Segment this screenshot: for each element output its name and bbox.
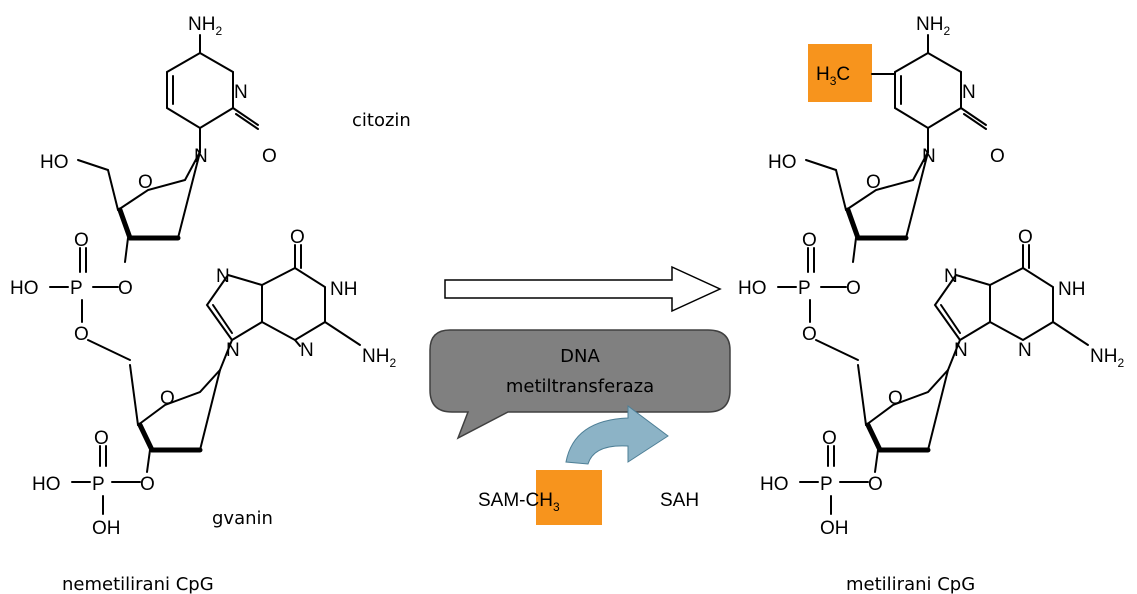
atom-n: N: [226, 340, 240, 361]
amine-group: NH2: [1090, 346, 1124, 370]
phosphorus-atom: P: [820, 474, 833, 495]
atom-n: N: [1018, 340, 1032, 361]
atom-o: O: [802, 230, 817, 251]
reaction-arrow: [444, 265, 722, 313]
atom-o: O: [74, 324, 89, 345]
guanine-label: gvanin: [212, 508, 273, 529]
sam-donor-label: SAM-CH3: [478, 490, 560, 514]
atom-o: O: [118, 278, 133, 299]
enzyme-name-line2: metiltransferaza: [506, 376, 654, 397]
hydroxyl-group: OH: [92, 518, 121, 539]
sah-product-label: SAH: [660, 490, 699, 511]
hydroxyl-group: HO: [32, 474, 61, 495]
atom-n: N: [944, 266, 958, 287]
upper-phosphate: [49, 247, 131, 361]
ring-oxygen: O: [866, 172, 881, 193]
ring-oxygen: O: [138, 172, 153, 193]
cytosine-label: citozin: [352, 110, 411, 131]
methylated-cpg-structure: H3C: [738, 14, 1124, 539]
atom-o: O: [822, 428, 837, 449]
ring-oxygen: O: [160, 388, 175, 409]
atom-o: O: [846, 278, 861, 299]
methyl-group-highlight: [808, 44, 872, 102]
atom-n: N: [962, 82, 976, 103]
hydroxyl-group: HO: [10, 278, 39, 299]
enzyme-name-line1: DNA: [560, 346, 600, 367]
atom-o: O: [1018, 227, 1033, 248]
right-caption: metilirani CpG: [846, 574, 975, 594]
hydroxyl-group: OH: [820, 518, 849, 539]
hydroxyl-group: HO: [760, 474, 789, 495]
atom-o: O: [990, 146, 1005, 167]
amide-nh: NH: [1058, 279, 1085, 300]
atom-o: O: [94, 428, 109, 449]
phosphorus-atom: P: [70, 278, 83, 299]
cytosine-ring: [166, 34, 259, 153]
hydroxyl-group: HO: [40, 152, 69, 173]
atom-n: N: [216, 266, 230, 287]
upper-deoxyribose: [77, 151, 201, 263]
amine-group: NH2: [188, 14, 222, 38]
amide-nh: NH: [330, 279, 357, 300]
hydroxyl-group: HO: [738, 278, 767, 299]
atom-o: O: [868, 474, 883, 495]
left-caption: nemetilirani CpG: [62, 574, 214, 594]
atom-n: N: [300, 340, 314, 361]
lower-deoxyribose: [129, 364, 221, 473]
atom-o: O: [802, 324, 817, 345]
amine-group: NH2: [362, 346, 396, 370]
atom-o: O: [74, 230, 89, 251]
atom-n: N: [922, 146, 936, 167]
atom-n: N: [234, 82, 248, 103]
curved-transfer-arrow: [565, 405, 669, 465]
atom-n: N: [954, 340, 968, 361]
phosphorus-atom: P: [92, 474, 105, 495]
atom-o: O: [262, 146, 277, 167]
ring-oxygen: O: [888, 388, 903, 409]
atom-n: N: [194, 146, 208, 167]
methyl-group-label: H3C: [816, 64, 850, 88]
unmethylated-cpg-structure: NH2 N N O HO O O HO P O O O N NH N N NH2…: [10, 14, 396, 539]
guanine-ring: [205, 244, 361, 371]
lower-phosphate: [71, 445, 141, 515]
enzyme-speech-bubble: [429, 329, 731, 440]
hydroxyl-group: HO: [768, 152, 797, 173]
phosphorus-atom: P: [798, 278, 811, 299]
atom-o: O: [140, 474, 155, 495]
methyl-highlight-box: [536, 470, 602, 525]
atom-o: O: [290, 227, 305, 248]
amine-group: NH2: [916, 14, 950, 38]
